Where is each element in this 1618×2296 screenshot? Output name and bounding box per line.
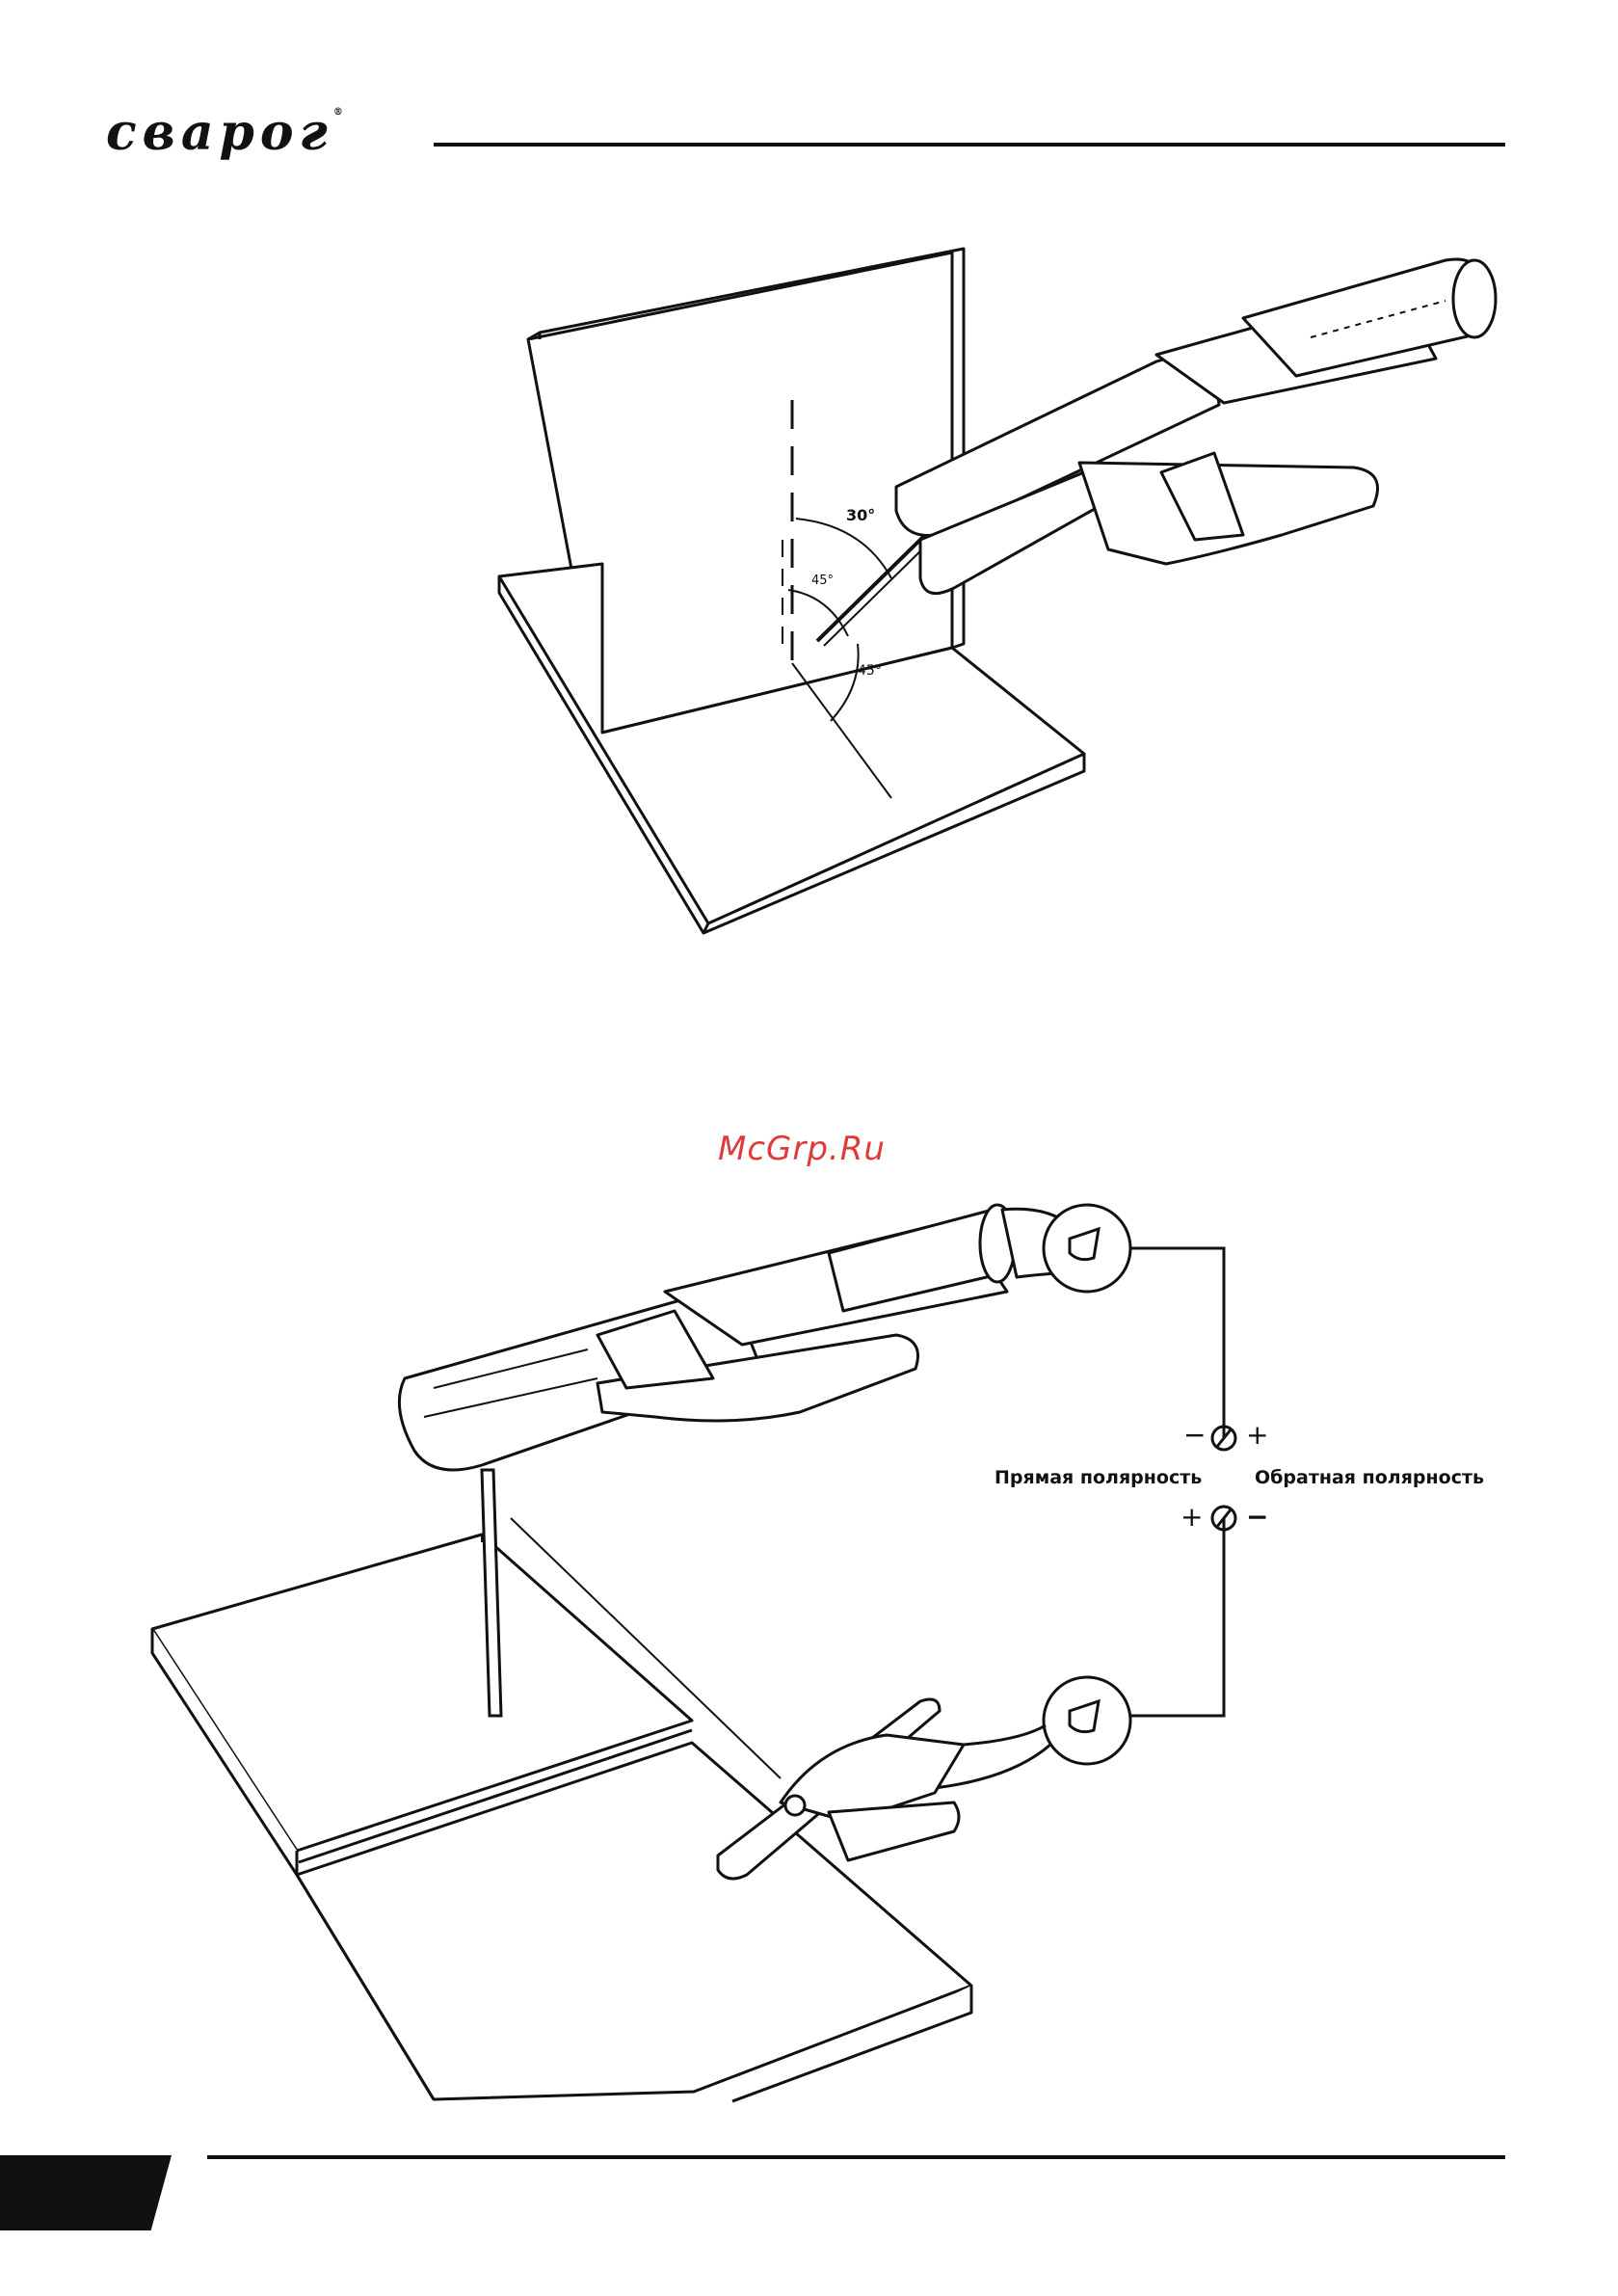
direct-polarity-label: Прямая полярность [995,1467,1202,1488]
ground-clamp [718,1699,964,1879]
lower-terminal-right-sign: − [1246,1504,1268,1531]
electrode-holder-2 [399,1205,1084,1470]
wire-bottom [1130,1518,1224,1716]
lower-terminal-left-sign: + [1180,1504,1203,1531]
footer-rule [207,2155,1505,2159]
reverse-polarity-label: Обратная полярность [1255,1467,1484,1488]
upper-terminal-left-sign: − [1183,1422,1206,1449]
page-number-tab [0,2155,172,2230]
wire-top [1130,1248,1224,1438]
upper-terminal-right-sign: + [1246,1422,1268,1449]
